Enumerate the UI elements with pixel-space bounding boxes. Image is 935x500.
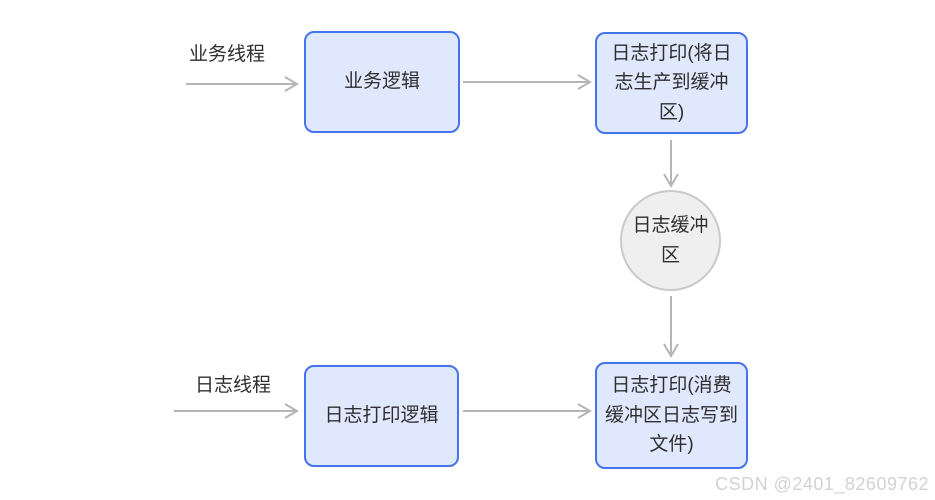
- label-business-thread: 业务线程: [189, 44, 266, 65]
- arrow-log-print-produce-to-log-buffer: [663, 140, 679, 188]
- node-log-print-consume-label: 日志打印(消费缓冲区日志写到文件): [604, 375, 738, 456]
- node-log-print-produce-label: 日志打印(将日志生产到缓冲区): [611, 42, 732, 123]
- label-log-thread: 日志线程: [195, 375, 272, 396]
- node-log-print-consume: 日志打印(消费缓冲区日志写到文件): [595, 362, 748, 469]
- node-business-logic: 业务逻辑: [304, 31, 460, 133]
- watermark: CSDN @2401_82609762: [715, 474, 929, 494]
- arrow-log-thread-to-log-print-logic: [174, 403, 299, 419]
- arrow-log-buffer-to-log-print-consume: [663, 296, 679, 358]
- node-log-buffer-label: 日志缓冲区: [632, 215, 709, 266]
- node-business-logic-label: 业务逻辑: [343, 71, 420, 93]
- node-log-print-logic-label: 日志打印逻辑: [324, 405, 439, 427]
- node-log-print-produce: 日志打印(将日志生产到缓冲区): [595, 32, 748, 134]
- arrow-business-logic-to-log-print-produce: [463, 74, 592, 90]
- arrow-log-print-logic-to-log-print-consume: [463, 403, 592, 419]
- node-log-buffer: 日志缓冲区: [620, 190, 721, 291]
- node-log-print-logic: 日志打印逻辑: [304, 365, 459, 467]
- arrow-business-thread-to-business-logic: [186, 76, 299, 92]
